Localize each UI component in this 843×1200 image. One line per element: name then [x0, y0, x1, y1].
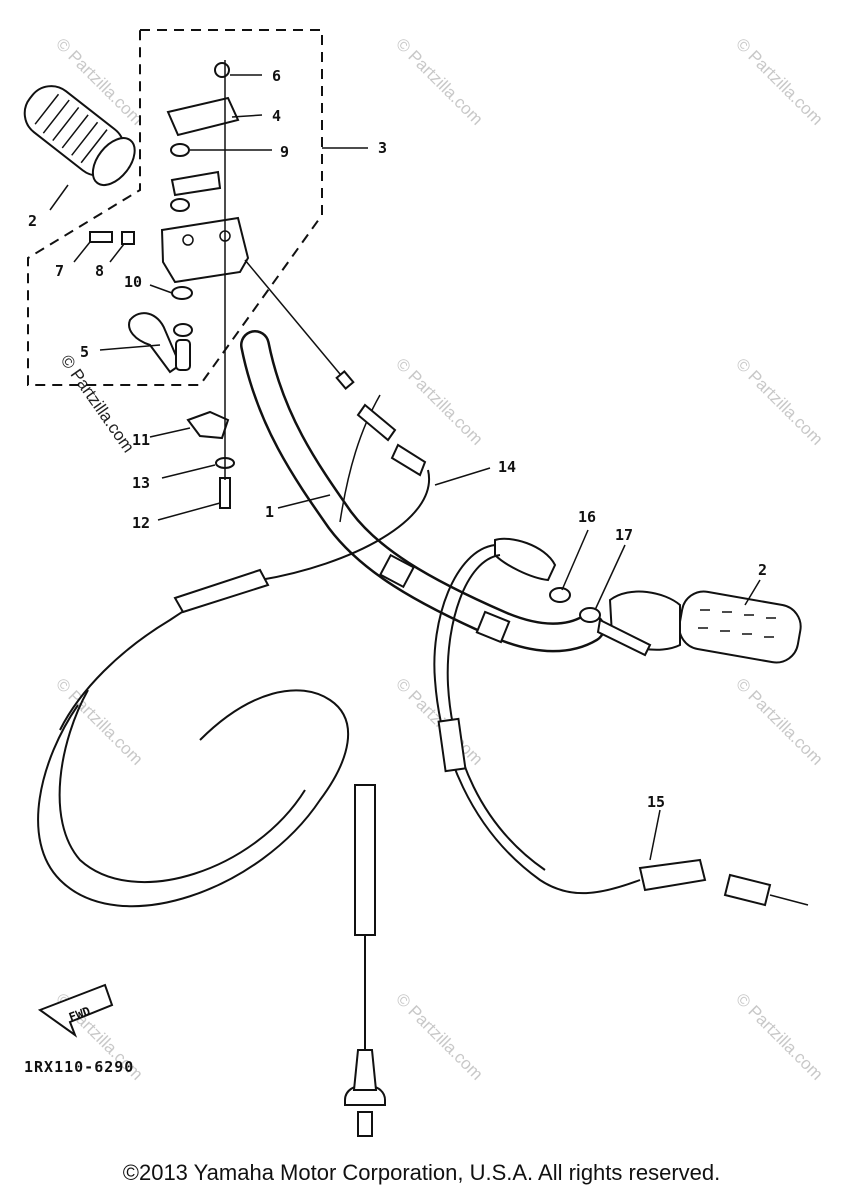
callout-12: 12: [132, 514, 150, 532]
fwd-label: FWD: [67, 1004, 92, 1025]
watermark: © Partzilla.com: [732, 34, 826, 128]
watermark: © Partzilla.com: [392, 989, 486, 1083]
leader-lines: [49, 74, 761, 861]
parts-diagram: © Partzilla.com © Partzilla.com © Partzi…: [23, 29, 827, 1137]
callout-1: 1: [265, 503, 274, 521]
callout-16: 16: [578, 508, 596, 526]
lower-cable: [37, 689, 386, 1137]
handlebar-clamp: [475, 610, 511, 644]
callout-11: 11: [132, 431, 150, 449]
callout-15: 15: [647, 793, 665, 811]
callout-4: 4: [272, 107, 281, 125]
callout-5: 5: [80, 343, 89, 361]
watermark: © Partzilla.com: [392, 34, 486, 128]
callout-6: 6: [272, 67, 281, 85]
watermark: © Partzilla.com: [732, 354, 826, 448]
left-grip: [23, 85, 136, 187]
handlebar-crossbar: [339, 394, 381, 523]
callout-9: 9: [280, 143, 289, 161]
right-grip: [608, 590, 802, 664]
assembly-boundary: [27, 29, 323, 386]
callout-2-left: 2: [28, 212, 37, 230]
watermark: © Partzilla.com: [732, 674, 826, 768]
brake-cable: [433, 537, 809, 907]
throttle-housing: [89, 60, 250, 509]
handlebar-inner: [242, 332, 603, 650]
copyright-notice: ©2013 Yamaha Motor Corporation, U.S.A. A…: [122, 1160, 721, 1185]
diagram-code: 1RX110-6290: [24, 1058, 134, 1076]
fwd-arrow-icon: FWD: [37, 983, 114, 1038]
callout-8: 8: [95, 262, 104, 280]
callout-3: 3: [378, 139, 387, 157]
watermark: © Partzilla.com: [392, 354, 486, 448]
handlebar-clamp: [379, 553, 415, 589]
callout-7: 7: [55, 262, 64, 280]
callout-17: 17: [615, 526, 633, 544]
watermarks: © Partzilla.com © Partzilla.com © Partzi…: [52, 34, 826, 1083]
callout-2-right: 2: [758, 561, 767, 579]
watermark: © Partzilla.com: [57, 351, 138, 456]
callout-13: 13: [132, 474, 150, 492]
watermark: © Partzilla.com: [732, 989, 826, 1083]
brake-lever-parts: [549, 587, 652, 657]
watermark: © Partzilla.com: [52, 674, 146, 768]
callouts: 6 4 9 3 2 7 8 10 5 11 13 12 1 14 16 17 2…: [28, 67, 767, 811]
callout-10: 10: [124, 273, 142, 291]
callout-14: 14: [498, 458, 516, 476]
throttle-cable: [59, 259, 431, 731]
